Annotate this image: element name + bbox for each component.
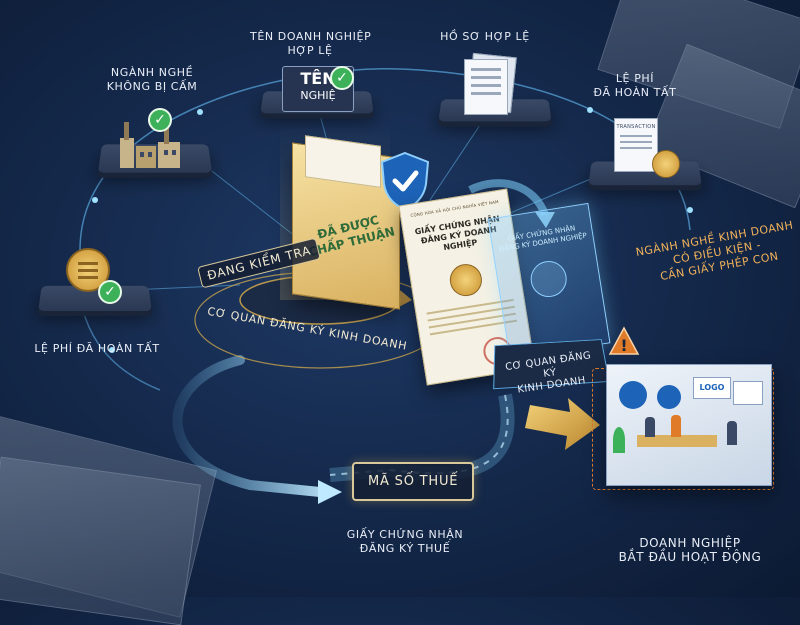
factory-icon xyxy=(120,122,180,168)
office-person-2 xyxy=(671,415,681,437)
business-caption: DOANH NGHIỆP BẮT ĐẦU HOẠT ĐỘNG xyxy=(618,536,762,564)
to-business-arrow xyxy=(525,398,600,450)
shield-check-icon xyxy=(380,151,430,211)
name-caption: TÊN DOANH NGHIỆP HỢP LỆ xyxy=(250,30,372,57)
industry-caption: NGÀNH NGHỀ KHÔNG BỊ CẤM xyxy=(106,66,198,93)
receipt-label: TRANSACTION xyxy=(616,124,656,130)
fee-left-caption: LỆ PHÍ ĐÃ HOÀN TẤT xyxy=(34,342,160,355)
digital-certificate: GIẤY CHỨNG NHẬN ĐĂNG KÝ DOANH NGHIỆP xyxy=(487,202,611,360)
tax-caption: GIẤY CHỨNG NHẬN ĐĂNG KÝ THUẾ xyxy=(346,528,464,555)
fee-top-caption: LỆ PHÍ ĐÃ HOÀN TẤT xyxy=(593,72,677,99)
office-chart xyxy=(733,381,763,405)
office-icon: LOGO xyxy=(606,364,772,486)
dossier-caption: HỒ SƠ HỢP LỆ xyxy=(440,30,530,43)
office-logo-round xyxy=(619,381,647,409)
digital-emblem-icon xyxy=(528,258,570,300)
left-flow-arrow xyxy=(172,355,325,497)
office-person-1 xyxy=(645,417,655,437)
office-logo-sign: LOGO xyxy=(693,377,731,399)
tax-code-box: MÃ SỐ THUẾ xyxy=(352,462,475,501)
warning-symbol: ! xyxy=(620,336,627,355)
office-desk xyxy=(637,435,717,447)
office-plant xyxy=(613,427,625,453)
digital-certificate-title: GIẤY CHỨNG NHẬN ĐĂNG KÝ DOANH NGHIỆP xyxy=(498,224,588,254)
fee-left-check-icon: ✓ xyxy=(98,280,122,304)
industry-check-icon: ✓ xyxy=(148,108,172,132)
office-person-3 xyxy=(727,421,737,445)
warning-icon: ! xyxy=(608,326,640,355)
certificate-to-digital-arrow xyxy=(468,179,549,217)
coins-icon xyxy=(652,150,680,178)
document-stack-icon xyxy=(462,52,522,115)
name-check-icon: ✓ xyxy=(330,66,354,90)
receipt-icon: TRANSACTION xyxy=(614,118,658,172)
name-sign-line2: NGHIỆ xyxy=(300,89,336,102)
office-logo-round-2 xyxy=(657,385,681,409)
name-sign-line1: TÊN xyxy=(300,69,336,88)
emblem-icon xyxy=(447,261,485,299)
